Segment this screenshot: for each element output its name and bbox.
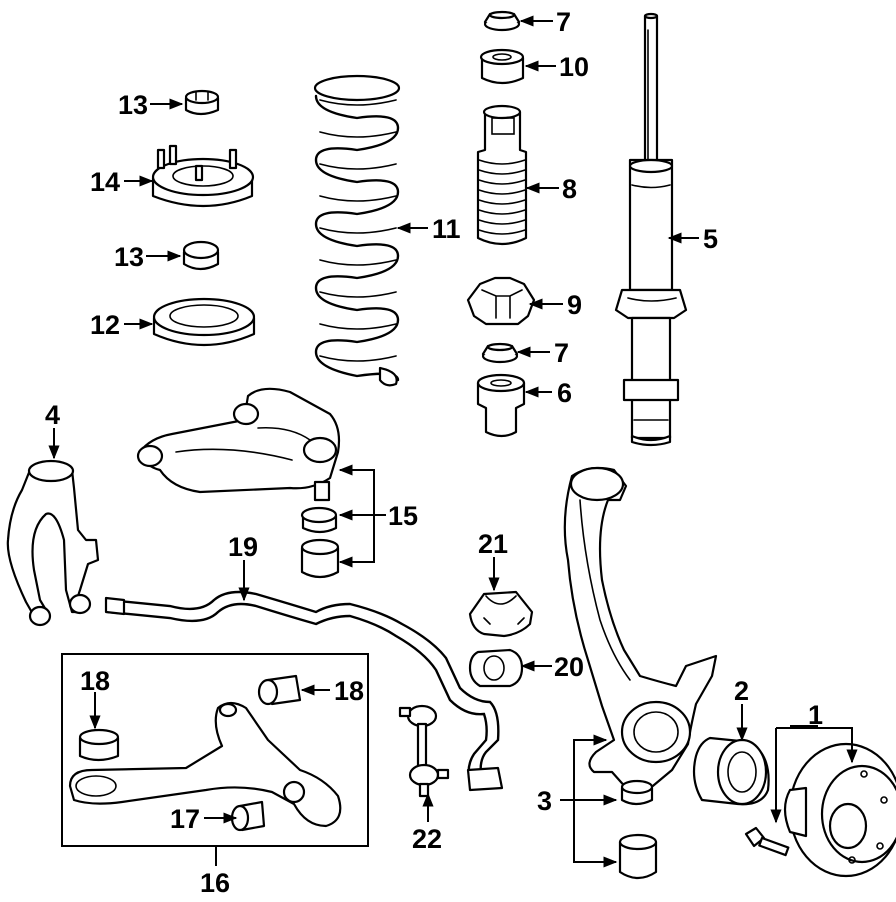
part-15-bushing-upper bbox=[300, 506, 338, 534]
part-3-bushing-bottom bbox=[618, 833, 658, 880]
callout-18-right: 18 bbox=[334, 676, 364, 706]
callout-4: 4 bbox=[45, 400, 60, 430]
callout-9: 9 bbox=[567, 290, 582, 320]
callout-21: 21 bbox=[478, 529, 508, 559]
part-4-knuckle-fork bbox=[6, 459, 100, 627]
callout-13-lower: 13 bbox=[114, 242, 144, 272]
part-3-bushing-top bbox=[620, 779, 654, 806]
callout-7-top: 7 bbox=[556, 7, 571, 37]
part-1-hub-bolt bbox=[744, 826, 790, 857]
callout-18-left: 18 bbox=[80, 666, 110, 696]
callout-13-upper: 13 bbox=[118, 90, 148, 120]
part-upper-control-arm bbox=[136, 387, 341, 502]
callout-8: 8 bbox=[562, 174, 577, 204]
part-13-upper-nut bbox=[184, 89, 220, 116]
part-5-strut bbox=[614, 12, 688, 447]
callout-11: 11 bbox=[432, 214, 461, 244]
part-1-hub-assembly bbox=[783, 742, 896, 878]
part-15-bushing-lower bbox=[300, 538, 340, 579]
part-7-washer-lower bbox=[481, 342, 519, 364]
part-12-spring-seat bbox=[152, 297, 256, 347]
part-6-bump-stop bbox=[476, 373, 526, 438]
part-11-coil-spring bbox=[313, 74, 401, 387]
part-13-lower-nut bbox=[182, 240, 220, 271]
part-2-wheel-bearing bbox=[692, 736, 770, 806]
callout-19: 19 bbox=[228, 532, 258, 562]
part-19-stabilizer-bar bbox=[104, 590, 504, 792]
callout-5: 5 bbox=[703, 224, 718, 254]
part-7-washer-top bbox=[483, 10, 521, 32]
part-14-upper-mount bbox=[151, 144, 255, 208]
callout-22: 22 bbox=[412, 824, 442, 854]
part-8-dust-boot bbox=[476, 104, 528, 246]
part-20-stabilizer-bushing bbox=[468, 648, 524, 688]
part-9-mount-bracket bbox=[466, 276, 536, 326]
callout-6: 6 bbox=[557, 378, 572, 408]
part-18-bushing-left bbox=[78, 728, 120, 762]
part-22-stabilizer-link bbox=[398, 704, 450, 798]
leader-lines bbox=[48, 15, 858, 868]
callout-2: 2 bbox=[734, 676, 749, 706]
callout-1: 1 bbox=[808, 700, 823, 730]
callout-20: 20 bbox=[554, 652, 584, 682]
part-lower-control-arm bbox=[68, 701, 342, 828]
part-17-bushing bbox=[230, 800, 266, 832]
callout-14: 14 bbox=[90, 167, 120, 197]
callout-16: 16 bbox=[200, 868, 230, 898]
callout-12: 12 bbox=[90, 310, 120, 340]
part-10-bump-cap bbox=[479, 48, 525, 85]
callout-7-lower: 7 bbox=[554, 338, 569, 368]
callout-17: 17 bbox=[170, 804, 200, 834]
part-18-bushing-right bbox=[257, 674, 302, 706]
part-21-bushing-bracket bbox=[468, 590, 534, 638]
part-steering-knuckle bbox=[563, 466, 718, 798]
callout-10: 10 bbox=[559, 52, 589, 82]
callout-3: 3 bbox=[537, 786, 552, 816]
callout-15: 15 bbox=[388, 501, 418, 531]
